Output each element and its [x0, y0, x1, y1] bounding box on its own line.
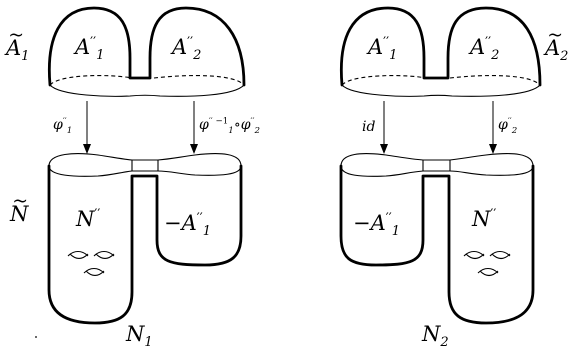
right-bottom-handle	[339, 153, 535, 325]
caption-n2-letter: N	[422, 322, 441, 346]
label-left-n-sup: ′′	[94, 207, 101, 222]
label-tilde-a2-sub: 2	[560, 49, 569, 65]
left-top-rim-front	[49, 84, 245, 97]
label-map-phi1: φ′′1	[53, 116, 72, 135]
map-arrows	[83, 101, 497, 154]
caption-n2-sub: 2	[440, 335, 449, 351]
arrow-right-1-head	[380, 144, 388, 154]
label-left-neg-a1-sup: ′′	[196, 211, 203, 226]
left-bottom-rim-neck	[131, 160, 159, 171]
right-top-handle	[339, 6, 542, 97]
label-right-a2-sub: 2	[491, 48, 500, 64]
label-tilde-a2-letter: A	[545, 26, 563, 59]
label-map-phi1-letter: φ	[53, 117, 63, 133]
right-top-rim-front	[341, 84, 541, 97]
label-right-a1-letter: A	[368, 35, 384, 59]
left-bottom-handle	[47, 153, 243, 325]
label-map-composite-phi2-sub: 2	[254, 125, 260, 136]
label-tilde-a1: A1	[6, 26, 29, 63]
label-right-neg-a1-letter: −A	[353, 211, 386, 235]
left-hole-1	[67, 250, 89, 260]
label-map-id-text: id	[362, 119, 376, 135]
label-left-a2: A′′2	[172, 35, 201, 62]
label-map-composite-phi1-sup: ′′ −1	[208, 116, 229, 127]
label-tilde-a1-sub: 1	[21, 49, 30, 65]
label-left-a2-letter: A	[172, 35, 188, 59]
right-top-rim-back	[341, 75, 541, 86]
label-right-a2: A′′2	[470, 35, 499, 62]
right-hole-2	[489, 250, 511, 260]
label-map-phi2-letter: φ	[498, 117, 508, 133]
right-bottom-rim	[340, 153, 534, 177]
right-bottom-outline	[339, 164, 535, 325]
label-map-composite-phi1-sub: 1	[228, 125, 234, 136]
right-hole-3	[477, 267, 499, 277]
right-top-outline	[339, 6, 542, 87]
label-right-neg-a1-sup: ′′	[385, 211, 392, 226]
label-right-a2-sup: ′′	[485, 35, 492, 50]
label-left-a1-sub: 1	[96, 48, 105, 64]
label-map-phi2-sup: ′′	[507, 116, 512, 127]
label-map-composite-phi2: φ	[240, 117, 251, 133]
label-map-id: id	[362, 120, 375, 134]
label-left-a1-sup: ′′	[90, 35, 97, 50]
label-map-composite-phi2-sup: ′′	[250, 116, 255, 127]
label-map-composite-phi1: φ	[199, 117, 209, 133]
label-tilde-n-letter: N	[10, 192, 28, 225]
label-right-neg-a1-sub: 1	[391, 224, 400, 240]
left-top-rim-back	[49, 75, 245, 86]
caption-n2: N2	[422, 322, 449, 350]
label-left-a2-sub: 2	[193, 48, 202, 64]
label-right-a2-letter: A	[470, 35, 486, 59]
label-tilde-a1-letter: A	[6, 26, 24, 59]
label-left-n-letter: N	[76, 207, 95, 231]
label-tilde-n: N	[10, 192, 28, 225]
label-left-neg-a1-sub: 1	[202, 224, 211, 240]
label-left-n: N′′	[76, 207, 101, 231]
label-right-n-sup: ′′	[490, 207, 497, 222]
label-map-composite-op: ∘	[233, 117, 241, 133]
label-right-neg-a1: −A′′1	[353, 211, 400, 238]
label-right-n: N′′	[472, 207, 497, 231]
left-hole-3	[83, 267, 105, 277]
stray-dot	[35, 336, 37, 338]
caption-n1-letter: N	[126, 322, 145, 346]
label-tilde-a2: A2	[545, 26, 568, 63]
left-hole-2	[93, 250, 115, 260]
label-right-a1-sup: ′′	[383, 35, 390, 50]
caption-n1: N1	[126, 322, 153, 350]
right-bottom-rim-neck	[422, 160, 451, 171]
left-top-handle	[47, 6, 246, 97]
arrow-left-2-head	[190, 144, 198, 154]
label-right-a1-sub: 1	[389, 48, 398, 64]
left-bottom-outline	[47, 164, 243, 325]
arrow-left-1-head	[83, 144, 91, 154]
left-top-outline	[47, 6, 246, 87]
label-map-phi1-sub: 1	[66, 125, 73, 136]
label-map-phi2: φ′′2	[498, 116, 517, 135]
label-left-neg-a1: −A′′1	[164, 211, 211, 238]
label-right-n-letter: N	[472, 207, 491, 231]
label-right-a1: A′′1	[368, 35, 397, 62]
label-left-neg-a1-letter: −A	[164, 211, 197, 235]
label-map-composite: φ′′ −11∘φ′′2	[199, 116, 260, 135]
label-left-a2-sup: ′′	[187, 35, 194, 50]
label-left-a1: A′′1	[75, 35, 104, 62]
right-hole-1	[463, 250, 485, 260]
arrow-right-2-head	[489, 144, 497, 154]
label-map-phi2-sub: 2	[511, 125, 518, 136]
caption-n1-sub: 1	[144, 335, 153, 351]
left-bottom-rim	[48, 153, 242, 177]
label-left-a1-letter: A	[75, 35, 91, 59]
label-map-phi1-sup: ′′	[62, 116, 67, 127]
